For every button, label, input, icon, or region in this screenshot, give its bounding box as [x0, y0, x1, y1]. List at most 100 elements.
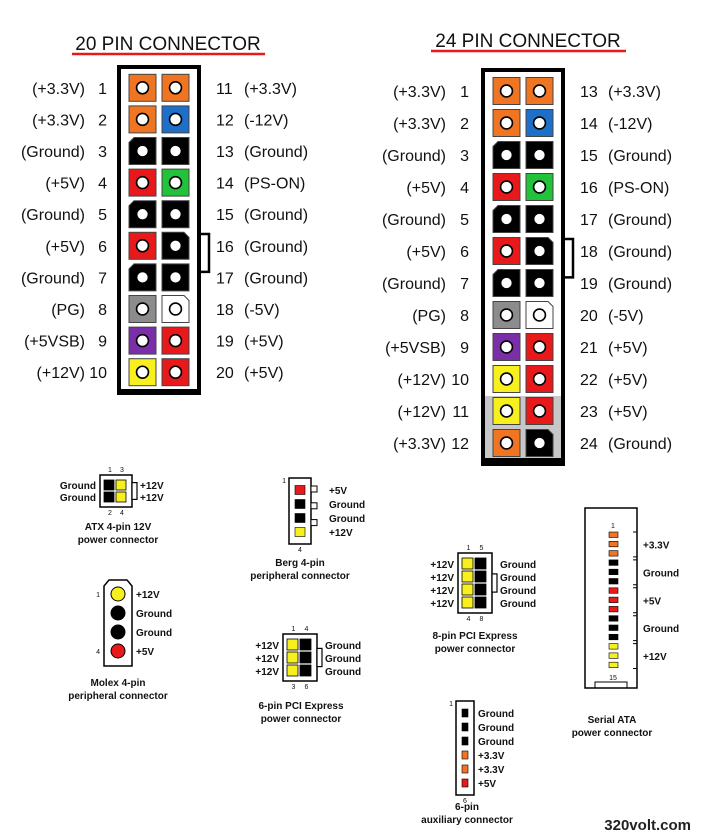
- c24-pin-label-15: (Ground): [608, 148, 672, 165]
- atx4-right-label-2: +12V: [140, 493, 164, 504]
- c20-pin-16-hole: [168, 239, 183, 253]
- connector-20-title: 20 PIN CONNECTOR: [75, 34, 260, 55]
- berg-caption-line1: Berg 4-pin: [275, 558, 324, 569]
- c24-pin-14-hole: [532, 116, 547, 130]
- sata-pin-8: [608, 596, 619, 603]
- berg-num-bottom: 4: [298, 547, 302, 554]
- sata-pin-10: [608, 615, 619, 622]
- atx4-pin-left-2: [103, 491, 115, 503]
- aux6-pin-3: [461, 736, 469, 746]
- c20-pin-num-4: 4: [98, 176, 107, 193]
- c24-pin-num-19: 19: [580, 276, 598, 293]
- berg-pin-3: [294, 513, 306, 523]
- pcie6-pin-left-1: [286, 638, 299, 651]
- pcie8-num-bottom-right: 8: [480, 616, 484, 623]
- c20-pin-label-7: (Ground): [21, 270, 85, 287]
- c24-pin-num-1: 1: [460, 84, 469, 101]
- sata-pin-4: [608, 559, 619, 566]
- c24-pin-6-hole: [499, 244, 514, 258]
- pcie6-num-bottom-left: 3: [292, 684, 296, 691]
- c20-pin-12: [161, 105, 190, 134]
- c24-pin-label-1: (+3.3V): [393, 84, 446, 101]
- c24-pin-3-hole: [499, 148, 514, 162]
- aux6-pin-4: [461, 750, 469, 760]
- pcie8-pin-left-4: [461, 596, 474, 609]
- berg-label-3: Ground: [329, 514, 365, 525]
- aux6-label-4: +3.3V: [478, 751, 505, 762]
- c24-pin-num-18: 18: [580, 244, 598, 261]
- c20-pin-8-hole: [135, 302, 150, 316]
- sata-bracket-4: [633, 615, 638, 642]
- c20-pin-9: [128, 326, 157, 355]
- c20-pin-num-18: 18: [216, 302, 234, 319]
- c20-pin-num-9: 9: [98, 334, 107, 351]
- atx4-caption-line2: power connector: [78, 535, 159, 546]
- pcie8-right-label-4: Ground: [500, 599, 536, 610]
- c24-pin-num-2: 2: [460, 116, 469, 133]
- pcie6-pin-left-2: [286, 651, 299, 664]
- atx4-left-label-2: Ground: [60, 493, 96, 504]
- c20-pin-label-15: (Ground): [244, 207, 308, 224]
- connector-24-pin: 1(+3.3V)13(+3.3V)2(+3.3V)14(-12V)3(Groun…: [382, 68, 672, 466]
- sata-pin-15: [608, 661, 619, 669]
- watermark: 320volt.com: [604, 817, 691, 834]
- sata-pin-5: [608, 568, 619, 576]
- c24-pin-8-hole: [499, 308, 514, 322]
- c20-pin-num-16: 16: [216, 239, 234, 256]
- pcie8-caption-line2: power connector: [435, 644, 516, 655]
- c24-pin-label-24: (Ground): [608, 436, 672, 453]
- c24-pin-4-hole: [499, 180, 514, 194]
- c20-pin-num-1: 1: [98, 81, 107, 98]
- c24-latch: [565, 237, 575, 279]
- sata-pin-6: [608, 578, 619, 585]
- sata-pin-14: [608, 652, 619, 659]
- c24-pin-num-4: 4: [460, 180, 469, 197]
- pcie6-num-top-right: 4: [305, 626, 309, 633]
- c24-pin-19-hole: [532, 276, 547, 290]
- c20-pin-num-20: 20: [216, 365, 234, 382]
- c20-pin-2-hole: [135, 112, 150, 127]
- aux6-num-bottom: 6: [463, 798, 467, 805]
- c24-pin-label-22: (+5V): [608, 372, 648, 389]
- aux6-label-2: Ground: [478, 723, 514, 734]
- c20-pin-label-3: (Ground): [21, 144, 85, 161]
- sata-pin-12: [608, 633, 619, 641]
- c20-pin-num-19: 19: [216, 334, 234, 351]
- c20-pin-label-11: (+3.3V): [244, 81, 297, 98]
- c24-pin-label-20: (-5V): [608, 308, 644, 325]
- aux6-pin-6: [461, 778, 469, 788]
- pcie8-num-top-right: 5: [480, 545, 484, 552]
- sata-label-4: Ground: [643, 624, 679, 635]
- sata-bracket-1: [633, 531, 638, 558]
- molex-num-bottom: 4: [96, 649, 100, 656]
- c20-pin-num-6: 6: [98, 239, 107, 256]
- pcie6-pin-right-3: [299, 664, 312, 677]
- c24-pin-label-17: (Ground): [608, 212, 672, 229]
- sata-pin-1: [608, 531, 619, 538]
- c24-pin-1-hole: [499, 84, 514, 98]
- c20-pin-num-15: 15: [216, 207, 234, 224]
- c24-pin-num-20: 20: [580, 308, 598, 325]
- c20-pin-num-12: 12: [216, 112, 234, 129]
- pcie8-num-bottom-left: 4: [467, 616, 471, 623]
- c24-pin-label-12: (+3.3V): [393, 436, 446, 453]
- c24-pin-num-13: 13: [580, 84, 598, 101]
- c20-pin-label-1: (+3.3V): [32, 81, 85, 98]
- atx4-num-top-right: 3: [120, 467, 124, 474]
- c24-pin-num-12: 12: [451, 436, 469, 453]
- c24-pin-22-hole: [532, 372, 547, 386]
- pcie6-pin-right-2: [299, 651, 312, 664]
- berg-label-2: Ground: [329, 500, 365, 511]
- c20-pin-12-hole: [168, 112, 183, 127]
- c20-pin-label-8: (PG): [51, 302, 85, 319]
- c20-pin-num-2: 2: [98, 112, 107, 129]
- molex-num-top: 1: [96, 592, 100, 599]
- c24-pin-num-21: 21: [580, 340, 598, 357]
- c20-pin-label-19: (+5V): [244, 334, 284, 351]
- c24-pin-label-9: (+5VSB): [385, 340, 446, 357]
- c24-pin-5-hole: [499, 212, 514, 226]
